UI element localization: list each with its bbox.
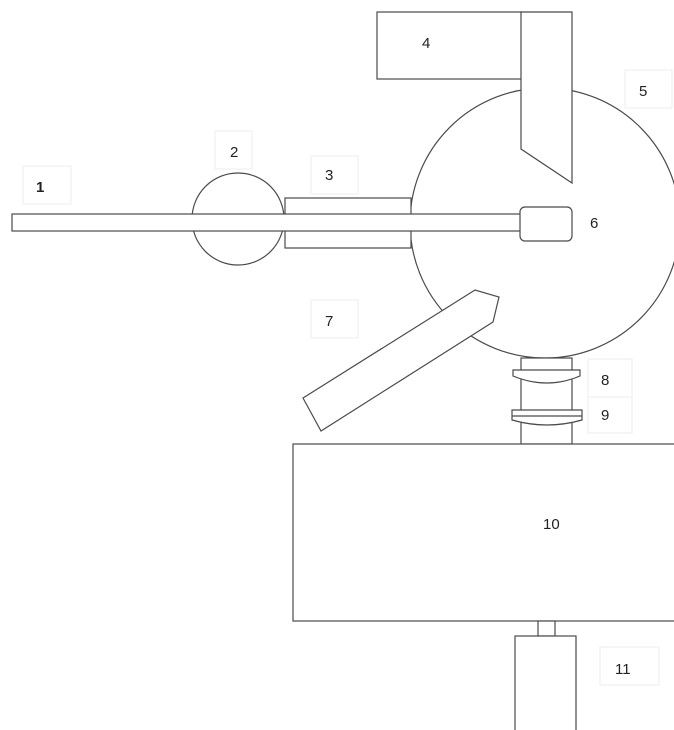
svg-text:2: 2 bbox=[230, 144, 238, 161]
svg-text:5: 5 bbox=[639, 83, 647, 100]
label-8: 8 bbox=[587, 358, 633, 398]
part-1-rod bbox=[11, 213, 531, 232]
svg-text:7: 7 bbox=[325, 313, 333, 330]
part-4-block bbox=[376, 11, 523, 80]
part-6-tip bbox=[519, 206, 573, 242]
label-4: 4 bbox=[422, 35, 430, 52]
part-10-body bbox=[292, 443, 674, 622]
svg-text:4: 4 bbox=[422, 35, 430, 52]
label-9: 9 bbox=[587, 396, 633, 434]
svg-text:10: 10 bbox=[543, 516, 560, 533]
svg-text:9: 9 bbox=[601, 407, 609, 424]
svg-text:1: 1 bbox=[36, 179, 44, 196]
part-9-coupling bbox=[511, 409, 583, 426]
label-3: 3 bbox=[310, 155, 359, 195]
label-2: 2 bbox=[214, 130, 253, 170]
part-8-coupling bbox=[512, 369, 581, 384]
svg-text:11: 11 bbox=[615, 661, 631, 678]
svg-text:8: 8 bbox=[601, 372, 609, 389]
label-5: 5 bbox=[624, 69, 673, 109]
svg-text:6: 6 bbox=[590, 215, 598, 232]
part-7-nozzle bbox=[302, 289, 500, 432]
label-6: 6 bbox=[590, 215, 598, 232]
part-4-chute bbox=[520, 11, 573, 185]
svg-text:3: 3 bbox=[325, 167, 333, 184]
label-10: 10 bbox=[543, 516, 560, 533]
label-7: 7 bbox=[310, 299, 359, 339]
connector bbox=[537, 620, 556, 637]
label-11: 11 bbox=[599, 646, 660, 686]
part-11-unit bbox=[514, 635, 577, 730]
label-1: 1 bbox=[22, 165, 72, 205]
